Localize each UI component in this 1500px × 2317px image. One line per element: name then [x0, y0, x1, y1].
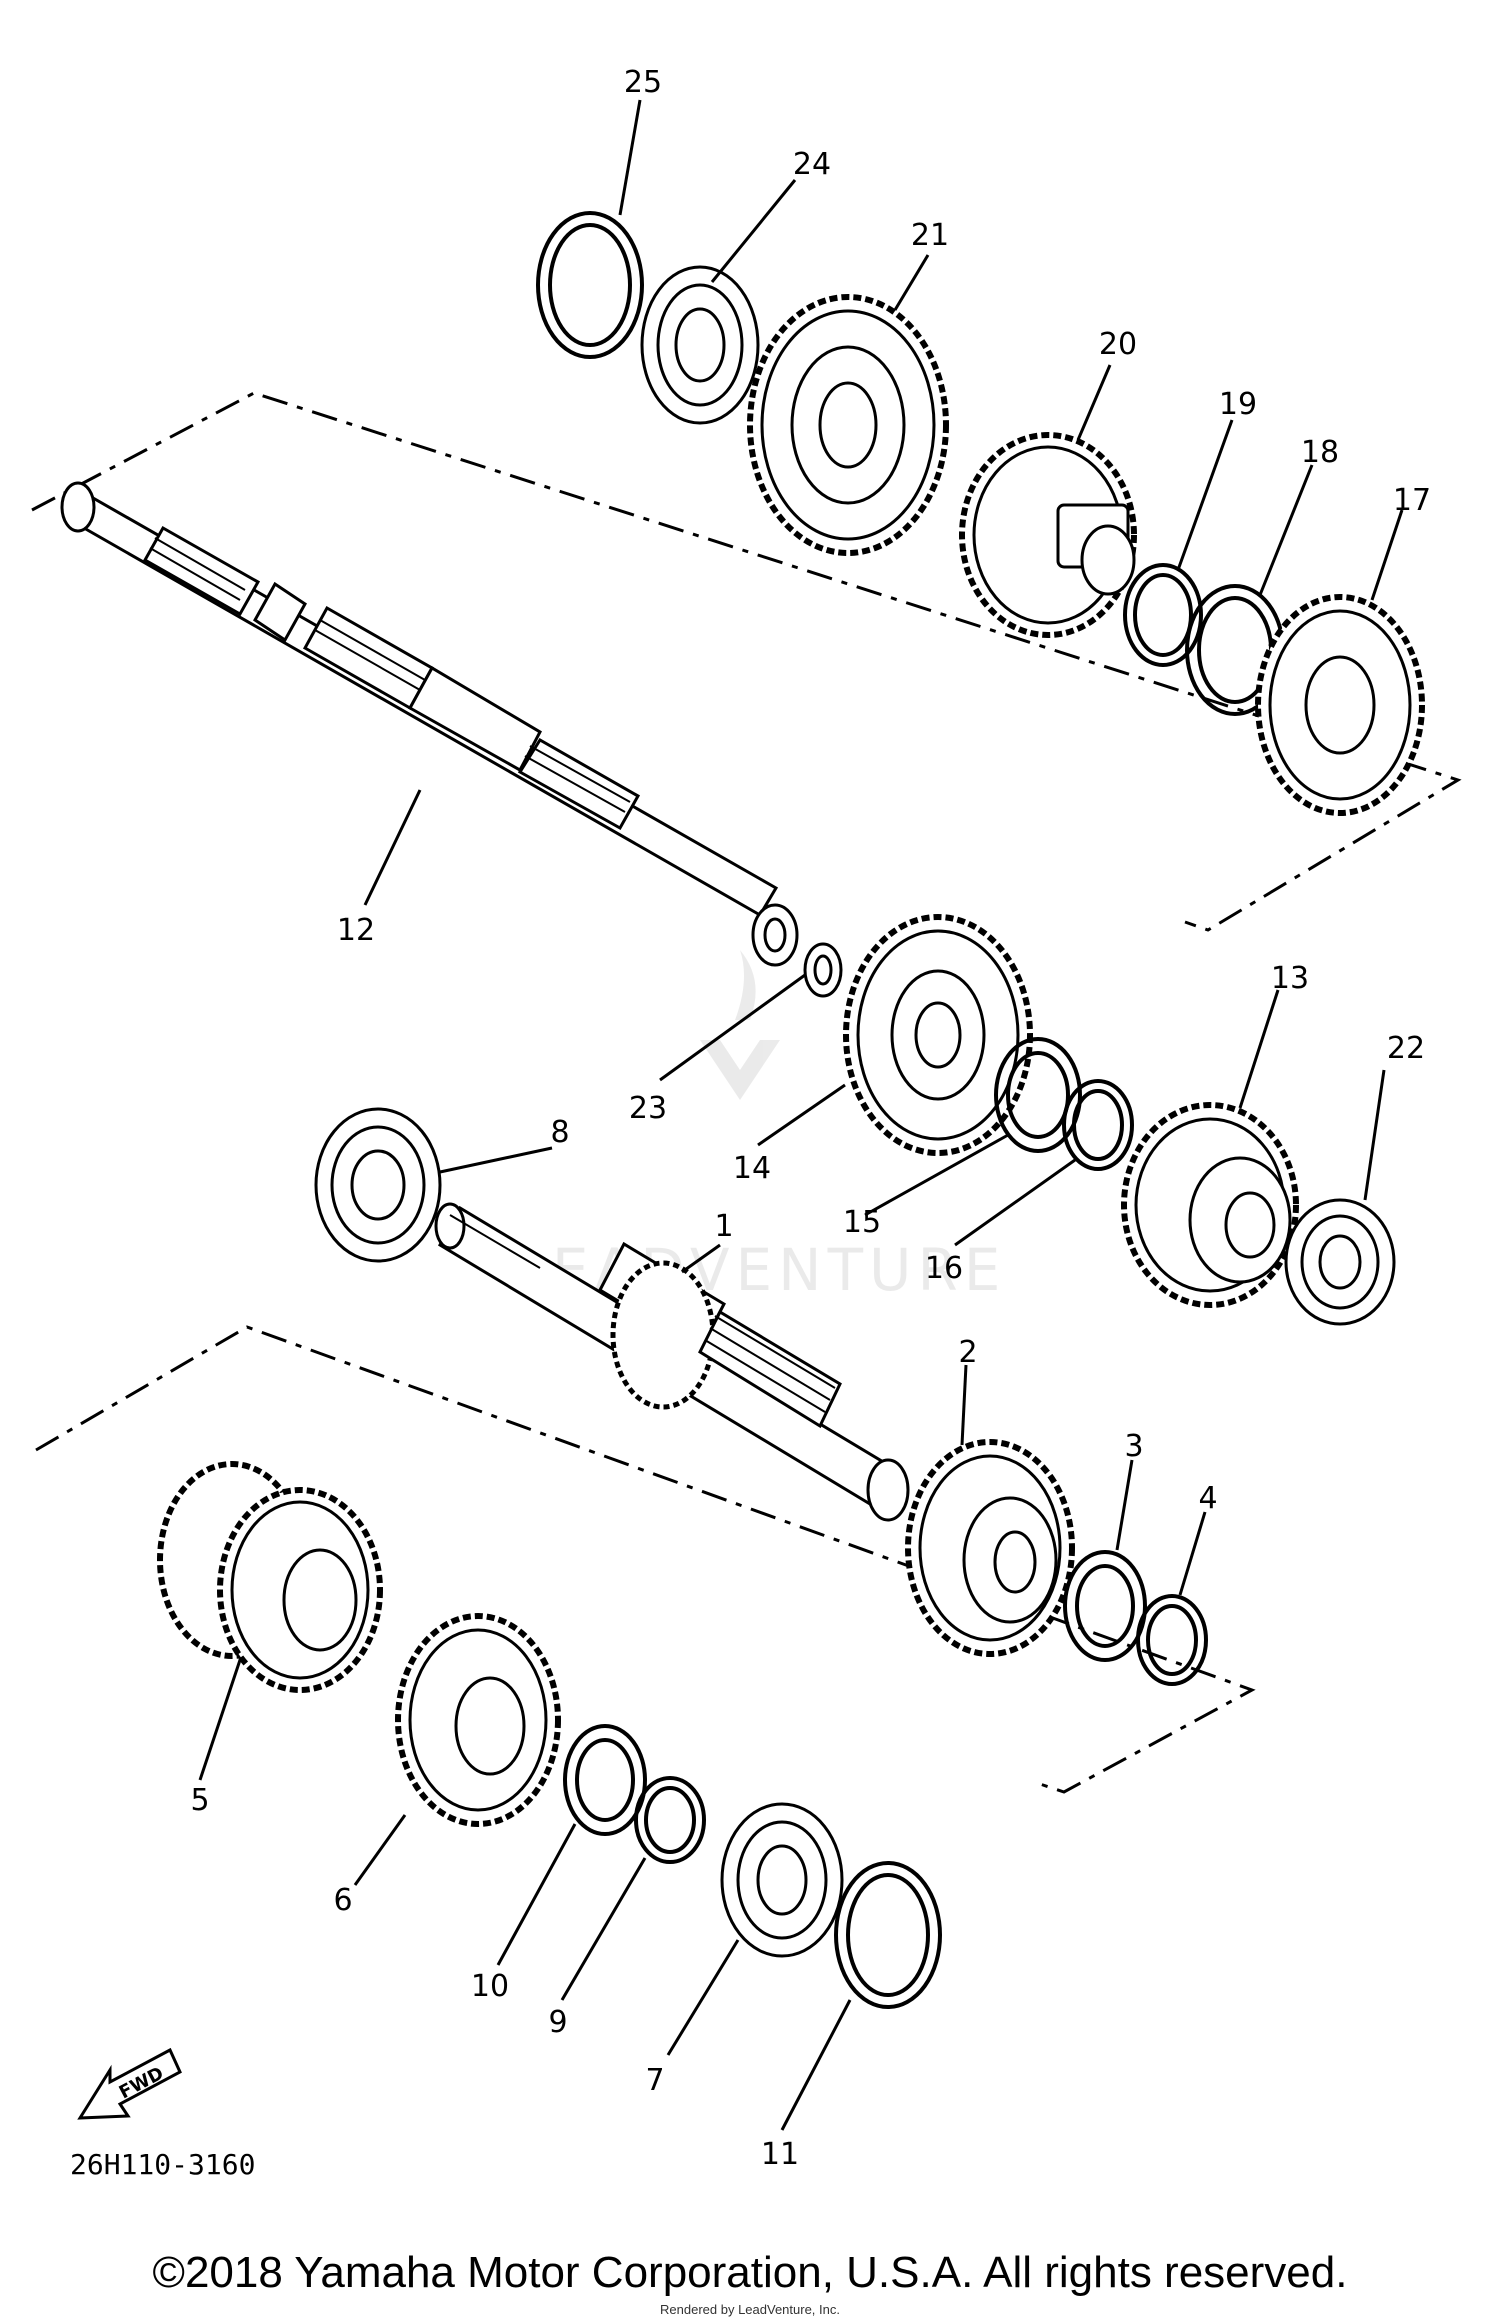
watermark-logo: LEADVENTURE	[514, 950, 1000, 1304]
callout-labels: 25 24 21 20 19 18 17 12 23 14 8 13 22 15…	[190, 65, 1431, 2172]
callout-20: 20	[1099, 327, 1137, 362]
collar-23	[803, 942, 843, 998]
bearing-8	[314, 1107, 442, 1263]
callout-24: 24	[793, 147, 831, 182]
callout-8: 8	[550, 1115, 569, 1150]
gear-13	[1121, 1102, 1299, 1308]
callout-12: 12	[337, 913, 375, 948]
callout-2: 2	[958, 1335, 977, 1370]
gear-17	[1255, 594, 1425, 816]
gear-21	[747, 294, 949, 556]
bearing-7	[720, 1802, 844, 1958]
washer-10	[563, 1724, 647, 1836]
bearing-22	[1284, 1198, 1396, 1326]
callout-3: 3	[1124, 1429, 1143, 1464]
callout-25: 25	[624, 65, 662, 100]
circlip-25	[536, 211, 644, 359]
callout-11: 11	[761, 2137, 799, 2172]
washer-15	[994, 1037, 1082, 1153]
callout-13: 13	[1271, 961, 1309, 996]
callout-1: 1	[714, 1209, 733, 1244]
shaft-12-splines	[149, 537, 631, 813]
callout-22: 22	[1387, 1031, 1425, 1066]
main-axle-shaft	[434, 1202, 910, 1522]
leader-lines	[198, 99, 1404, 2131]
gear-5	[157, 1461, 383, 1693]
rendered-by-notice: Rendered by LeadVenture, Inc.	[660, 2302, 840, 2317]
gear-6	[395, 1613, 561, 1827]
shaft-1-splines	[449, 1214, 836, 1413]
gear-20	[959, 432, 1137, 638]
gear-2	[905, 1439, 1075, 1657]
callout-15: 15	[843, 1205, 881, 1240]
callout-7: 7	[645, 2063, 664, 2098]
circlip-19	[1123, 563, 1203, 667]
copyright-notice: ©2018 Yamaha Motor Corporation, U.S.A. A…	[152, 2248, 1348, 2297]
callout-14: 14	[733, 1151, 771, 1186]
callout-23: 23	[629, 1091, 667, 1126]
circlip-4	[1136, 1594, 1208, 1686]
washer-3	[1063, 1550, 1147, 1662]
gear-14	[843, 914, 1033, 1156]
lower-shaft-group-frame	[35, 1325, 1256, 1794]
callout-21: 21	[911, 218, 949, 253]
upper-shaft-group-frame	[31, 391, 1462, 932]
callout-6: 6	[333, 1883, 352, 1918]
circlip-9	[634, 1776, 706, 1864]
bearing-24	[640, 265, 760, 425]
forward-direction-arrow: FWD	[77, 2047, 182, 2120]
callout-10: 10	[471, 1969, 509, 2004]
callout-17: 17	[1393, 483, 1431, 518]
callout-5: 5	[190, 1783, 209, 1818]
callout-18: 18	[1301, 435, 1339, 470]
callout-4: 4	[1198, 1481, 1217, 1516]
callout-19: 19	[1219, 387, 1257, 422]
circlip-16	[1062, 1079, 1134, 1171]
circlip-11	[834, 1861, 942, 2009]
drive-axle-shaft	[60, 481, 799, 967]
callout-9: 9	[548, 2005, 567, 2040]
callout-16: 16	[925, 1251, 963, 1286]
diagram-part-code: 26H110-3160	[70, 2148, 255, 2181]
